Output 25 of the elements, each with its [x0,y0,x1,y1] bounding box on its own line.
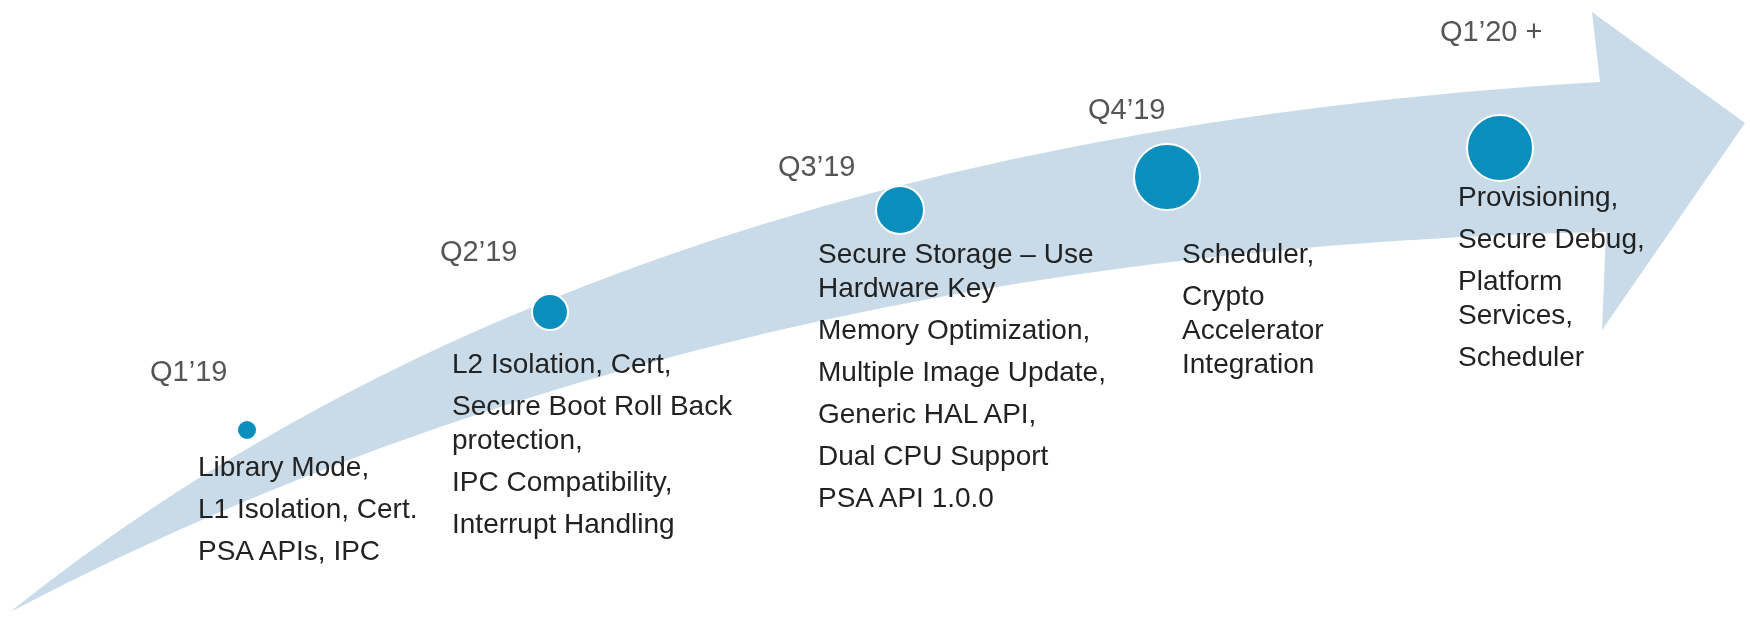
milestone-item: Secure Boot Roll Back protection, [452,389,734,457]
milestone-item: Multiple Image Update, [818,355,1107,389]
milestone-item: L1 Isolation, Cert. [198,492,419,526]
milestone-item: Provisioning, [1458,180,1620,214]
quarter-label: Q1’19 [150,355,228,388]
milestone-item: L2 Isolation, Cert, [452,347,673,381]
milestone-item: IPC Compatibility, [452,465,674,499]
milestone-dot [236,419,258,441]
quarter-label: Q1’20 + [1440,15,1543,48]
milestone-item: Scheduler [1458,340,1586,374]
milestone-item: Library Mode, [198,450,371,484]
milestone-item: PSA APIs, IPC [198,534,382,568]
milestone-item: Dual CPU Support [818,439,1050,473]
milestone-item: Platform Services, [1458,264,1575,332]
milestone-item: Memory Optimization, [818,313,1092,347]
milestone-item: Scheduler, [1182,237,1316,271]
quarter-label: Q3’19 [778,150,856,183]
milestone-item: PSA API 1.0.0 [818,481,995,515]
quarter-label: Q2’19 [440,235,518,268]
milestone-item: Interrupt Handling [452,507,676,541]
milestone-item: Generic HAL API, [818,397,1038,431]
milestone-item: Secure Debug, [1458,222,1646,256]
quarter-label: Q4’19 [1088,93,1166,126]
milestone-item: Crypto Accelerator Integration [1182,279,1325,381]
milestone-item: Secure Storage – Use Hardware Key [818,237,1095,305]
